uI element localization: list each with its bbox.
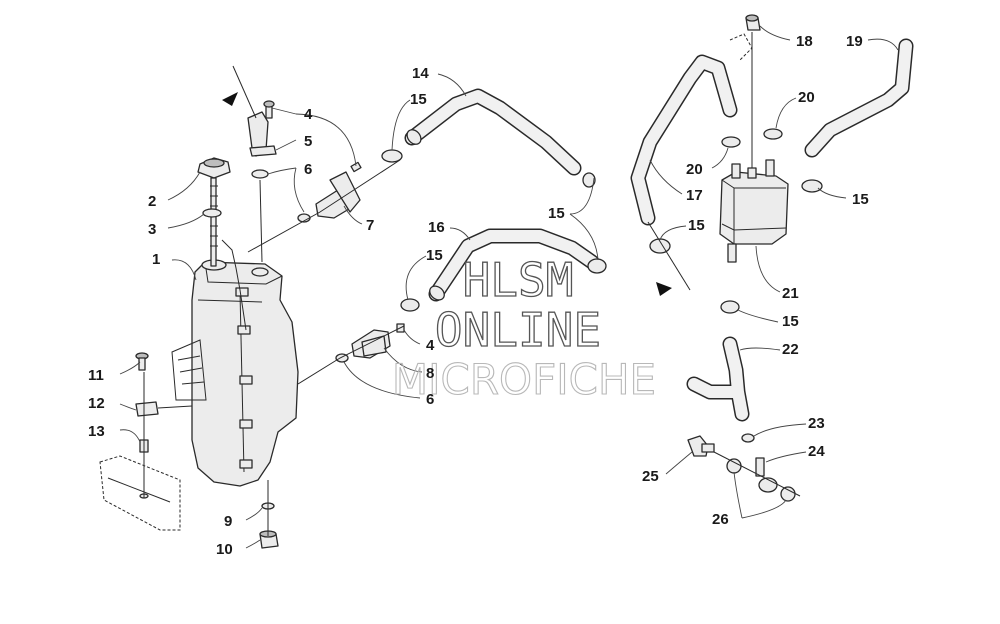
canister-21: [719, 159, 789, 263]
clamp-15-b: [582, 172, 596, 188]
leader-lines: [119, 25, 899, 549]
axis-line-lower: [297, 325, 405, 385]
oil-tank: [171, 259, 299, 487]
clamp-15-a: [381, 149, 403, 163]
watermark-line-3: MICROFICHE: [392, 355, 656, 404]
axis-line-banjo: [713, 451, 801, 497]
banjo-bolt-25: [687, 435, 715, 457]
washer-23: [741, 433, 755, 443]
callout-label: 2: [148, 193, 156, 210]
callout-label: 6: [426, 391, 434, 408]
callout-label: 8: [426, 365, 434, 382]
callout-label: 26: [712, 511, 729, 528]
axis-line-5: [259, 179, 263, 263]
hose-16: [428, 228, 600, 302]
hose-22: [686, 336, 750, 422]
callout-label: 13: [88, 423, 105, 440]
filler-cap: [197, 157, 231, 179]
watermark-line-1: HLSM: [463, 253, 574, 307]
fitting-7: [297, 171, 361, 223]
callout-label: 15: [548, 205, 565, 222]
washer-26-a: [726, 458, 742, 474]
callout-label: 16: [428, 219, 445, 236]
callout-label: 5: [304, 133, 312, 150]
callout-label: 6: [304, 161, 312, 178]
callout-label: 15: [782, 313, 799, 330]
dipstick: [210, 177, 218, 267]
callout-label: 10: [216, 541, 233, 558]
callout-label: 15: [688, 217, 705, 234]
callout-label: 17: [686, 187, 703, 204]
axis-line-17: [647, 221, 691, 291]
callout-label: 11: [88, 367, 104, 384]
watermark-line-2: ONLINE: [435, 303, 601, 357]
cap-20-left: [721, 136, 741, 148]
vent-line: [221, 239, 247, 331]
callout-label: 15: [852, 191, 869, 208]
callout-label: 19: [846, 33, 863, 50]
mount-fragment: [729, 33, 753, 61]
callout-label: 20: [686, 161, 703, 178]
screw-4-top: [263, 100, 275, 119]
callout-label: 15: [410, 91, 427, 108]
clamp-15-c: [400, 298, 420, 312]
cap-18: [745, 14, 761, 31]
callout-label: 25: [642, 468, 659, 485]
elbow-fitting-5: [247, 111, 277, 157]
callout-labels: 1 2 3 4 5 6 7 4 8 6 9 10 11 12 13 14 15 …: [88, 33, 869, 558]
fitting-8: [351, 329, 391, 359]
clamp-15-d: [587, 258, 607, 274]
callout-label: 20: [798, 89, 815, 106]
cap-20-right: [763, 128, 783, 140]
hose-19: [804, 38, 914, 158]
callout-label: 7: [366, 217, 374, 234]
callout-label: 12: [88, 395, 105, 412]
callout-label: 3: [148, 221, 156, 238]
flow-arrow-right-icon: [656, 282, 672, 296]
callout-label: 4: [304, 106, 313, 123]
washer-26-b: [780, 486, 796, 502]
o-ring-3: [202, 208, 222, 218]
hose-17: [630, 54, 738, 226]
hose-14: [404, 88, 582, 176]
clamp-15-f: [801, 179, 823, 193]
callout-label: 14: [412, 65, 429, 82]
callout-label: 24: [808, 443, 825, 460]
callout-label: 15: [426, 247, 443, 264]
callout-label: 9: [224, 513, 232, 530]
bolt-11: [135, 352, 149, 371]
callout-label: 1: [152, 251, 160, 268]
callout-label: 22: [782, 341, 799, 358]
watermark: HLSM ONLINE MICROFICHE: [391, 252, 656, 404]
bracket-12: [135, 401, 193, 417]
callout-label: 23: [808, 415, 825, 432]
flow-arrow-icon: [222, 92, 238, 106]
frame-fragment: [99, 455, 181, 531]
axis-line-upper: [247, 159, 401, 253]
callout-label: 18: [796, 33, 813, 50]
screw-upper: [350, 161, 362, 173]
drain-plug-10: [259, 530, 279, 549]
clamp-15-g: [720, 300, 740, 314]
callout-label: 4: [426, 337, 435, 354]
callout-label: 21: [782, 285, 799, 302]
flow-line: [232, 65, 257, 119]
o-ring-6-top: [251, 169, 269, 179]
